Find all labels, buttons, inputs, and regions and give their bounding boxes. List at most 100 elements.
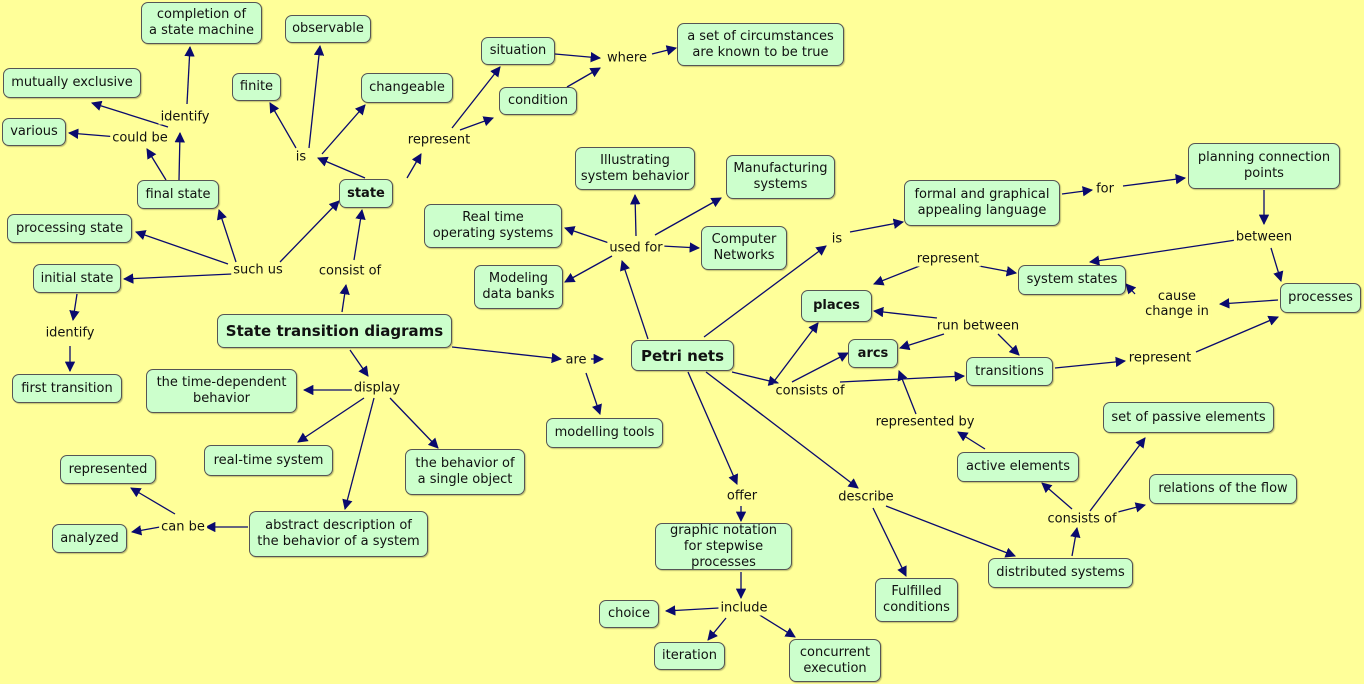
link-label-used-for: used for xyxy=(607,240,665,256)
concept-node-distributed-systems[interactable]: distributed systems xyxy=(988,558,1133,588)
concept-node-observable[interactable]: observable xyxy=(285,15,371,43)
concept-node-formal-language[interactable]: formal and graphical appealing language xyxy=(904,180,1060,226)
concept-node-represented[interactable]: represented xyxy=(60,455,156,484)
link-arrow xyxy=(451,346,563,364)
link-label-is-petri: is xyxy=(829,231,845,247)
link-arrow xyxy=(630,193,641,237)
link-arrow xyxy=(279,200,340,263)
concept-node-arcs[interactable]: arcs xyxy=(848,339,898,368)
concept-node-changeable[interactable]: changeable xyxy=(361,73,453,103)
concept-node-choice[interactable]: choice xyxy=(599,600,659,628)
link-arrow xyxy=(67,128,119,139)
concept-node-graphic-notation[interactable]: graphic notation for stepwise processes xyxy=(655,523,792,570)
link-arrow xyxy=(349,349,369,377)
concept-node-situation[interactable]: situation xyxy=(481,37,555,65)
link-label-can-be: can be xyxy=(159,519,207,535)
link-arrow xyxy=(771,322,819,385)
link-arrow xyxy=(554,51,602,63)
concept-node-final-state[interactable]: final state xyxy=(137,180,219,209)
link-arrow xyxy=(873,264,923,286)
link-arrow xyxy=(135,230,229,265)
concept-node-initial-state[interactable]: initial state xyxy=(33,264,121,293)
link-label-could-be: could be xyxy=(110,130,170,146)
link-arrow xyxy=(654,197,722,236)
link-label-consists-of-distributed: consists of xyxy=(1045,511,1119,527)
concept-node-concurrent-execution[interactable]: concurrent execution xyxy=(789,639,881,682)
concept-node-time-dependent[interactable]: the time-dependent behavior xyxy=(146,369,297,413)
concept-node-abstract-description[interactable]: abstract description of the behavior of … xyxy=(249,511,428,557)
concept-node-planning-points[interactable]: planning connection points xyxy=(1188,143,1340,189)
link-arrow xyxy=(1061,186,1094,197)
concept-node-set-passive[interactable]: set of passive elements xyxy=(1103,402,1274,433)
concept-node-circumstances[interactable]: a set of circumstances are known to be t… xyxy=(677,23,844,66)
link-label-cause-change: cause change in xyxy=(1143,289,1211,319)
link-arrow xyxy=(339,283,350,313)
link-arrow xyxy=(872,306,938,319)
link-label-display: display xyxy=(351,380,403,396)
link-arrow xyxy=(297,397,365,443)
link-arrow xyxy=(651,45,678,56)
link-label-where: where xyxy=(605,50,649,66)
concept-node-state[interactable]: state xyxy=(339,179,393,208)
concept-node-transitions[interactable]: transitions xyxy=(966,357,1053,386)
link-arrow xyxy=(1054,356,1127,369)
link-label-include: include xyxy=(718,600,770,616)
link-arrow xyxy=(184,45,195,105)
concept-node-finite[interactable]: finite xyxy=(232,73,281,101)
concept-node-real-time-system[interactable]: real-time system xyxy=(204,445,333,476)
link-arrow xyxy=(899,333,945,351)
link-arrow xyxy=(791,352,849,383)
concept-node-completion[interactable]: completion of a state machine xyxy=(141,2,262,44)
concept-node-computer-networks[interactable]: Computer Networks xyxy=(701,226,787,270)
link-arrow xyxy=(1218,298,1279,309)
link-arrow xyxy=(585,372,602,415)
link-label-describe: describe xyxy=(836,489,896,505)
concept-node-processing-state[interactable]: processing state xyxy=(7,214,132,243)
link-arrow xyxy=(91,100,169,128)
concept-node-system-states[interactable]: system states xyxy=(1018,265,1126,295)
concept-node-condition[interactable]: condition xyxy=(499,87,577,115)
link-arrow xyxy=(564,255,613,283)
concept-node-single-object[interactable]: the behavior of a single object xyxy=(405,449,525,495)
concept-node-first-transition[interactable]: first transition xyxy=(12,374,122,403)
concept-node-std[interactable]: State transition diagrams xyxy=(217,314,452,348)
concept-node-real-time-os[interactable]: Real time operating systems xyxy=(424,204,562,248)
concept-node-relations-flow[interactable]: relations of the flow xyxy=(1149,474,1297,504)
concept-node-various[interactable]: various xyxy=(2,118,66,146)
link-label-run-between: run between xyxy=(934,318,1022,334)
link-label-such-us: such us xyxy=(231,262,285,278)
link-label-between: between xyxy=(1233,229,1295,245)
link-arrow xyxy=(757,613,796,638)
concept-node-modelling-tools[interactable]: modelling tools xyxy=(546,418,663,448)
link-arrow xyxy=(566,67,601,88)
concept-node-places[interactable]: places xyxy=(801,290,872,322)
link-arrow xyxy=(661,242,701,253)
concept-node-analyzed[interactable]: analyzed xyxy=(52,524,127,553)
link-arrow xyxy=(1125,283,1137,295)
concept-node-processes[interactable]: processes xyxy=(1280,283,1361,313)
concept-node-mutually-exclusive[interactable]: mutually exclusive xyxy=(3,68,141,98)
link-arrow xyxy=(872,507,907,577)
link-arrow xyxy=(174,131,185,181)
concept-node-illustrating[interactable]: Illustrating system behavior xyxy=(575,147,695,190)
link-label-for: for xyxy=(1094,181,1116,197)
link-label-identify-initial: identify xyxy=(43,325,97,341)
link-arrow xyxy=(459,116,494,131)
link-label-identify-top: identify xyxy=(158,109,212,125)
link-arrow xyxy=(731,371,780,386)
concept-node-petri-nets[interactable]: Petri nets xyxy=(631,340,734,371)
link-arrow xyxy=(664,605,720,616)
link-arrow xyxy=(69,293,80,322)
concept-node-fulfilled-conditions[interactable]: Fulfilled conditions xyxy=(875,578,958,622)
link-arrow xyxy=(1117,502,1147,513)
concept-node-iteration[interactable]: iteration xyxy=(654,642,725,670)
link-arrow xyxy=(321,104,366,155)
concept-node-modeling-data-banks[interactable]: Modeling data banks xyxy=(474,265,563,309)
link-arrow xyxy=(1070,526,1081,557)
concept-node-manufacturing[interactable]: Manufacturing systems xyxy=(726,155,835,199)
link-arrow xyxy=(849,218,905,233)
concept-node-active-elements[interactable]: active elements xyxy=(957,452,1079,482)
link-arrow xyxy=(620,260,649,340)
link-label-represented-by: represented by xyxy=(873,414,977,430)
